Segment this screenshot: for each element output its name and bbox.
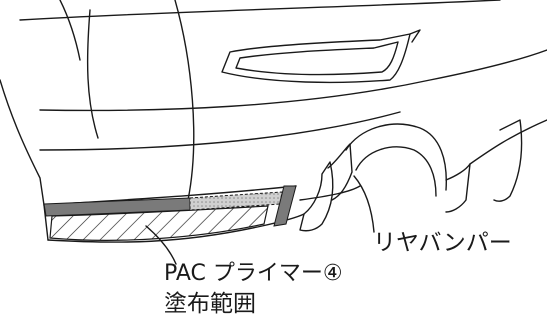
- body-top-line: [19, 0, 501, 21]
- diffuser-fin-1: [299, 161, 334, 232]
- lid-line-lower: [39, 111, 401, 151]
- diffuser-fin-3: [445, 163, 471, 213]
- diffuser-arc-outer: [345, 123, 447, 191]
- primer-label: PAC プライマー④: [164, 261, 343, 286]
- reflector-inner: [235, 41, 399, 76]
- body-side-line: [59, 0, 81, 61]
- reflector-notch: [409, 29, 421, 43]
- reflector-outer: [221, 33, 411, 84]
- leader-line-bumper: [353, 175, 375, 233]
- tail-corner-outline: [0, 79, 45, 206]
- primer-band-end: [273, 185, 297, 227]
- diffuser-fin-4: [493, 119, 523, 202]
- diffuser-fin-2: [327, 143, 353, 201]
- lid-line-upper: [39, 49, 547, 112]
- primer-area-hatch: [49, 205, 269, 241]
- tail-corner-inner: [174, 0, 195, 201]
- diffuser-arc-inner: [355, 146, 437, 197]
- primer-band-light: [189, 191, 283, 211]
- application-area-label: 塗布範囲: [164, 291, 256, 317]
- diffuser-right-edge: [469, 119, 547, 165]
- bumper-bottom: [47, 213, 305, 243]
- bumper-label: リヤバンパー: [373, 230, 512, 256]
- underbody-line: [299, 185, 361, 201]
- body-crease-line: [86, 9, 99, 139]
